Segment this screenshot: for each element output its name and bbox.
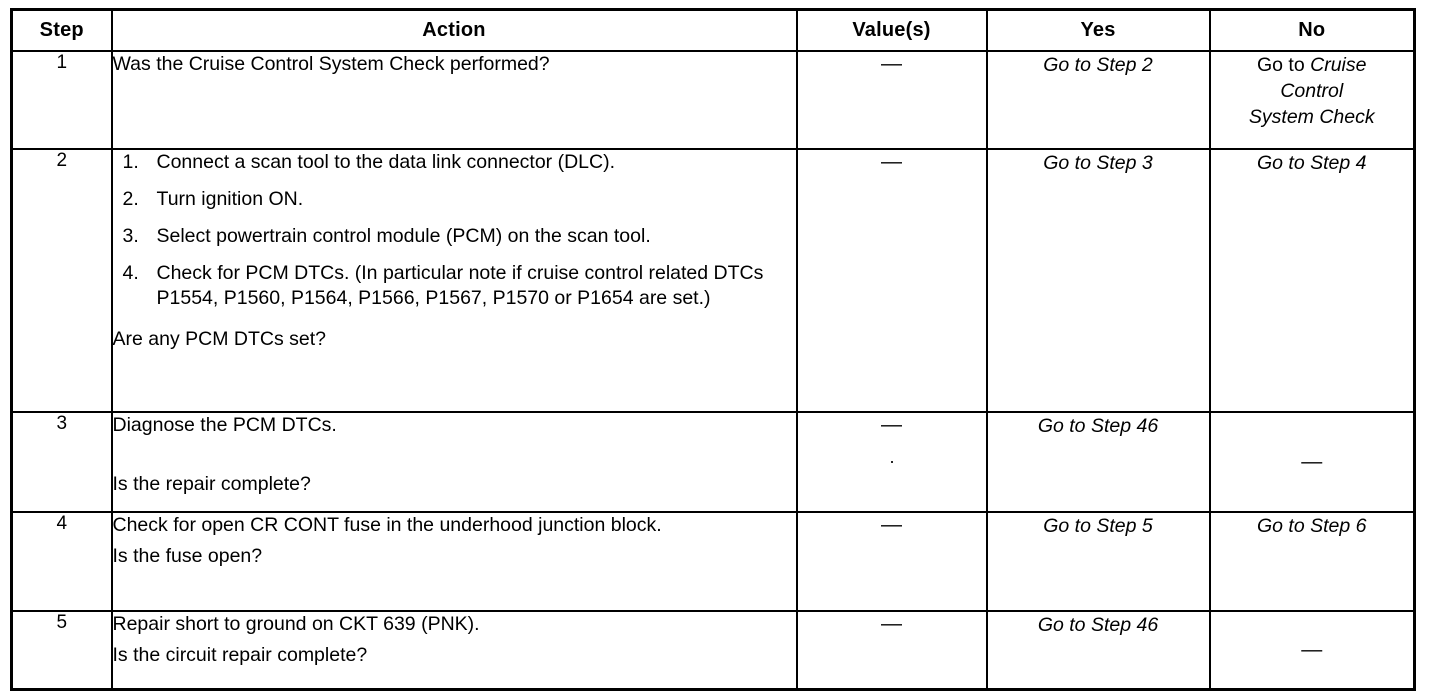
no-branch-cell: Go to Step 4 [1208, 148, 1416, 413]
action-text: Repair short to ground on CKT 639 (PNK). [112, 613, 480, 635]
action-substep: 3. Select powertrain control module (PCM… [113, 224, 796, 249]
substep-number: 4. [122, 262, 139, 284]
action-cell: Repair short to ground on CKT 639 (PNK).… [110, 610, 798, 690]
yes-branch-target: Go to Step 5 [1043, 515, 1153, 537]
substep-text: Check for PCM DTCs. (In particular note … [156, 262, 764, 309]
value-cell: — [795, 148, 988, 413]
no-branch-dash: — [1301, 637, 1323, 661]
substep-number: 1. [122, 151, 139, 173]
no-branch-cell: Go to Cruise Control System Check [1208, 50, 1416, 150]
action-cell: Check for open CR CONT fuse in the under… [110, 511, 798, 612]
yes-branch-target: Go to Step 46 [1037, 614, 1159, 636]
yes-branch-cell: Go to Step 46 [985, 411, 1211, 513]
no-branch-cell: — [1208, 610, 1416, 690]
step-number: 1 [10, 50, 113, 150]
action-text: Diagnose the PCM DTCs. [112, 414, 337, 436]
action-question: Is the fuse open? [112, 545, 263, 567]
step-number: 3 [10, 411, 113, 513]
spacer [113, 438, 796, 472]
value-cell: — [795, 511, 988, 612]
step-number: 4 [10, 511, 113, 612]
column-header-value: Value(s) [795, 8, 988, 52]
substep-text: Select powertrain control module (PCM) o… [156, 225, 651, 247]
action-cell: Was the Cruise Control System Check perf… [110, 50, 798, 150]
substep-text: Turn ignition ON. [156, 188, 304, 210]
action-substep: 1. Connect a scan tool to the data link … [113, 150, 796, 175]
substep-number: 2. [122, 188, 139, 210]
table-header: Step Action Value(s) Yes No [10, 8, 1416, 52]
table-body: 1 Was the Cruise Control System Check pe… [10, 50, 1416, 690]
table-row: 2 1. Connect a scan tool to the data lin… [10, 148, 1416, 413]
value-dash: — [881, 413, 902, 436]
no-branch-cell: Go to Step 6 [1208, 511, 1416, 612]
action-question: Is the repair complete? [112, 473, 311, 495]
scan-speck [890, 461, 893, 463]
action-text: Check for open CR CONT fuse in the under… [112, 514, 662, 536]
table-row: 1 Was the Cruise Control System Check pe… [10, 50, 1416, 150]
yes-branch-cell: Go to Step 46 [985, 610, 1211, 690]
yes-branch-target: Go to Step 46 [1037, 415, 1159, 437]
no-branch-target: Go to Step 4 [1257, 152, 1367, 174]
action-cell: Diagnose the PCM DTCs. Is the repair com… [110, 411, 798, 513]
action-cell: 1. Connect a scan tool to the data link … [110, 148, 798, 413]
value-dash: — [881, 513, 902, 536]
no-branch-cell: — [1208, 411, 1416, 513]
header-row: Step Action Value(s) Yes No [10, 8, 1416, 52]
yes-branch-target: Go to Step 2 [1043, 54, 1153, 76]
value-cell: — [795, 411, 988, 513]
value-dash: — [881, 52, 902, 75]
column-header-step: Step [10, 8, 113, 52]
action-question: Is the circuit repair complete? [112, 644, 368, 666]
column-header-no: No [1208, 8, 1416, 52]
action-substep: 2. Turn ignition ON. [113, 187, 796, 212]
step-number: 2 [10, 148, 113, 413]
substep-text: Connect a scan tool to the data link con… [156, 151, 616, 173]
column-header-action: Action [110, 8, 798, 52]
action-substep: 4. Check for PCM DTCs. (In particular no… [113, 261, 796, 311]
table-row: 5 Repair short to ground on CKT 639 (PNK… [10, 610, 1416, 690]
table-row: 4 Check for open CR CONT fuse in the und… [10, 511, 1416, 612]
spacer [113, 311, 796, 327]
substep-number: 3. [122, 225, 139, 247]
no-branch-reference-line-3: System Check [1248, 106, 1375, 128]
no-branch-dash: — [1301, 450, 1323, 473]
value-cell: — [795, 610, 988, 690]
yes-branch-cell: Go to Step 5 [985, 511, 1211, 612]
yes-branch-cell: Go to Step 2 [985, 50, 1211, 150]
value-dash: — [881, 612, 902, 635]
value-cell: — [795, 50, 988, 150]
yes-branch-cell: Go to Step 3 [985, 148, 1211, 413]
step-number: 5 [10, 610, 113, 690]
table-row: 3 Diagnose the PCM DTCs. Is the repair c… [10, 411, 1416, 513]
column-header-yes: Yes [985, 8, 1211, 52]
value-dash: — [881, 150, 902, 173]
yes-branch-target: Go to Step 3 [1043, 152, 1153, 174]
action-question: Are any PCM DTCs set? [112, 328, 326, 350]
diagnostic-table: Step Action Value(s) Yes No 1 Was the Cr… [10, 8, 1416, 691]
no-branch-reference-line-2: Control [1280, 80, 1344, 102]
action-text: Was the Cruise Control System Check perf… [112, 53, 550, 75]
no-branch-goto-prefix: Go to [1257, 54, 1311, 76]
action-substep-list: 1. Connect a scan tool to the data link … [113, 150, 796, 311]
no-branch-target: Go to Step 6 [1257, 515, 1367, 537]
no-branch-reference-line-1: Cruise [1310, 54, 1367, 76]
